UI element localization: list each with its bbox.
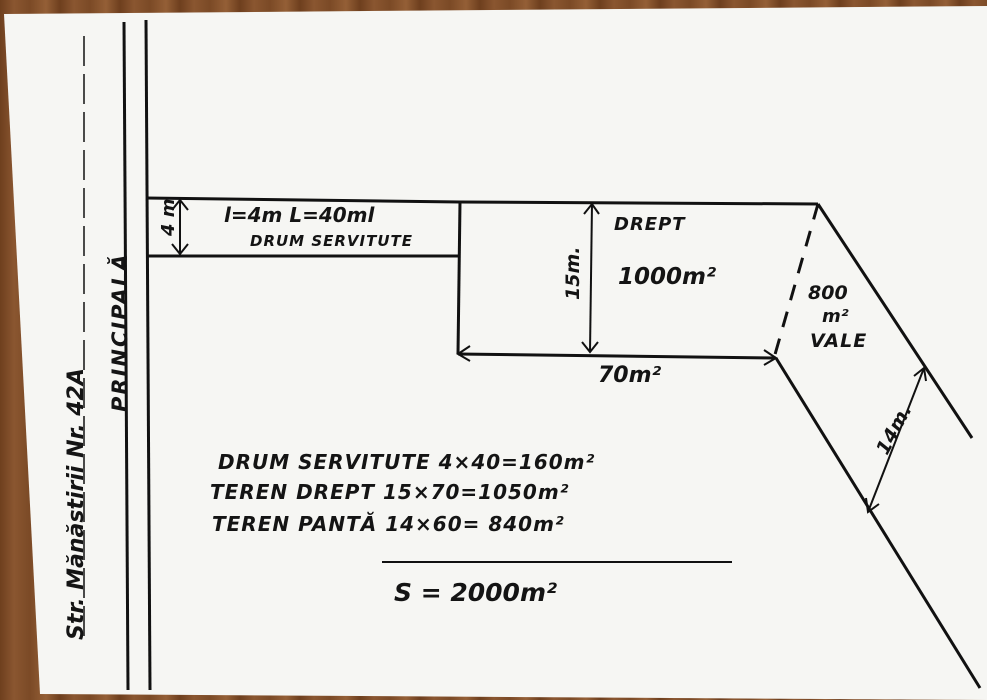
flat-area: 1000m² — [618, 264, 717, 290]
arrowhead-slope-bottom — [865, 497, 880, 514]
arrowhead-slope-top — [913, 366, 927, 382]
road-edge-right — [144, 19, 152, 691]
total-area: S = 2000m² — [394, 578, 557, 607]
arrowhead-down — [171, 243, 189, 256]
servitude-top-line — [145, 196, 461, 204]
flat-bottom-arrow — [457, 352, 777, 360]
calc-servitude: DRUM SERVITUTE 4×40=160m² — [218, 450, 596, 474]
road-edge-left — [122, 21, 130, 691]
servitude-dimensions: l=4m L=40ml — [224, 203, 375, 227]
calc-slope: TEREN PANTĂ 14×60= 840m² — [212, 512, 565, 536]
flat-title: DREPT — [614, 214, 686, 235]
flat-top-line — [459, 200, 819, 206]
calc-flat: TEREN DREPT 15×70=1050m² — [210, 480, 570, 504]
flat-height-arrow — [589, 203, 593, 353]
flat-bottom-label: 70m² — [598, 363, 662, 388]
servitude-road-label: DRUM SERVITUTE — [250, 232, 414, 250]
street-address: Str. Mănăstirii Nr. 42A — [64, 368, 89, 640]
slope-lower-edge — [774, 357, 982, 689]
street-type: PRINCIPALĂ — [108, 252, 132, 412]
slope-width-arrow — [867, 367, 925, 513]
arrowhead-left — [456, 345, 471, 362]
slope-unit: m² — [822, 306, 849, 327]
flat-side-label: 15m. — [562, 246, 584, 300]
slope-upper-edge — [816, 203, 974, 439]
arrowhead-up — [171, 198, 189, 211]
arrowhead-down-2 — [581, 341, 599, 354]
arrowhead-up-2 — [583, 202, 600, 215]
servitude-width-label: 4 m — [158, 198, 179, 236]
slope-area: 800 — [808, 282, 848, 304]
slope-label: VALE — [810, 330, 868, 352]
flat-left-line — [456, 201, 462, 355]
